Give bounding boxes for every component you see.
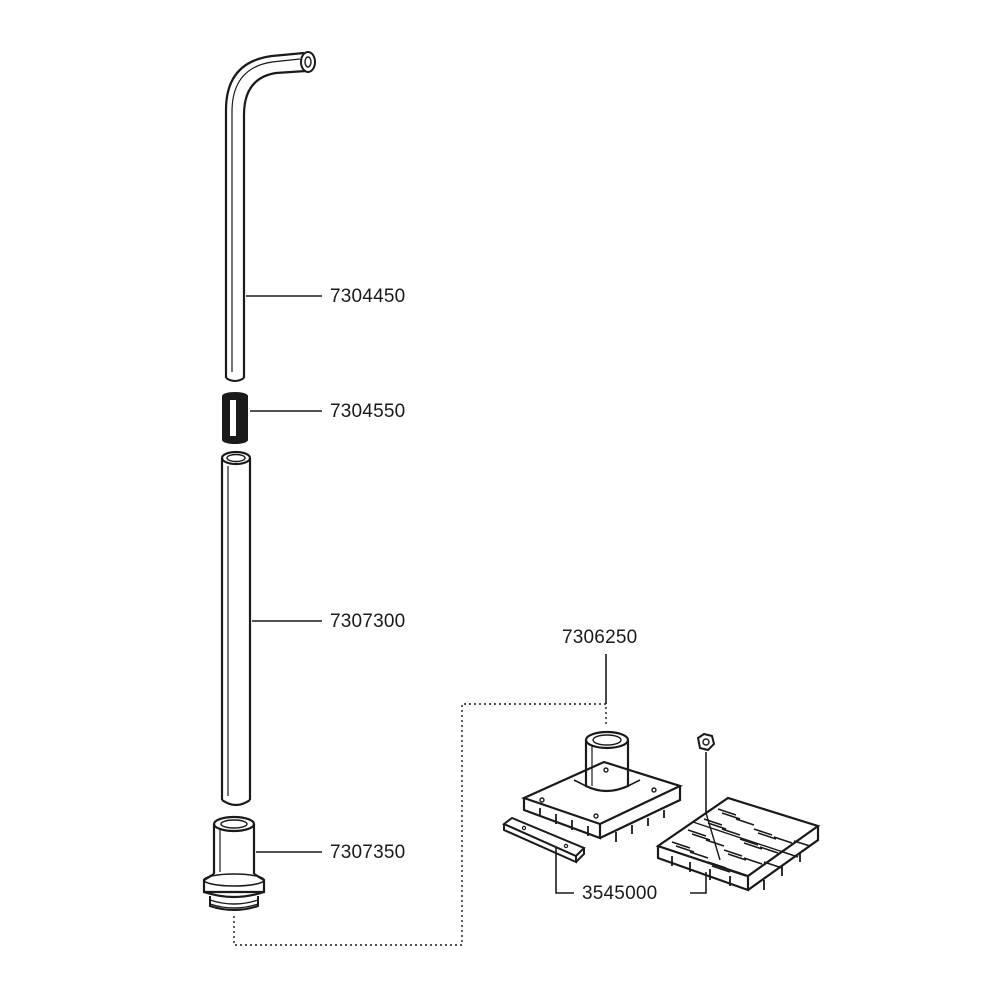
leader-lines bbox=[246, 295, 322, 853]
floor-grate bbox=[655, 796, 821, 892]
mounting-strip bbox=[502, 816, 586, 864]
group-bracket-dotted bbox=[233, 654, 607, 946]
coupler-sleeve bbox=[222, 392, 248, 444]
base-plate-assembly bbox=[521, 730, 683, 842]
lower-straight-pipe bbox=[220, 450, 252, 807]
label-part-grate-kit: 3545000 bbox=[582, 883, 658, 904]
label-part-coupler: 7304550 bbox=[330, 401, 406, 422]
label-part-base-plate: 7306250 bbox=[562, 627, 638, 648]
label-part-base-socket: 7307350 bbox=[330, 842, 406, 863]
label-part-lower-pipe: 7307300 bbox=[330, 611, 406, 632]
grate-kit-leader bbox=[555, 848, 707, 894]
base-socket bbox=[202, 815, 266, 911]
upper-bent-arm bbox=[224, 51, 316, 382]
fastener-nut bbox=[696, 732, 716, 812]
label-part-upper-arm: 7304450 bbox=[330, 286, 406, 307]
